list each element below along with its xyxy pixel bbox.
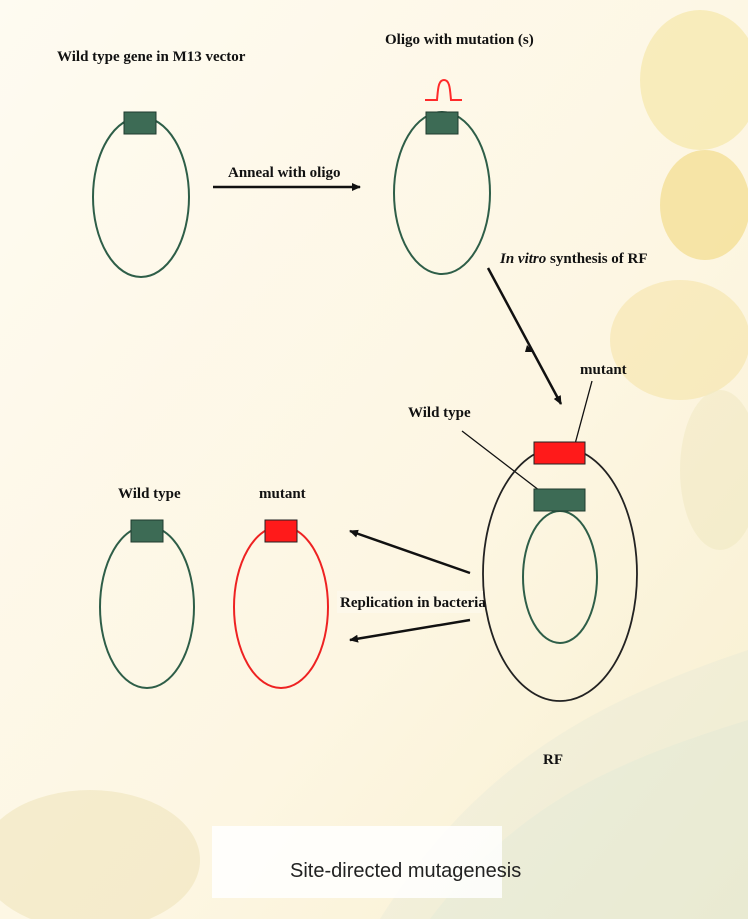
rf-wild-type-block [534, 489, 585, 511]
oligo-label: Oligo with mutation (s) [385, 32, 534, 48]
product-mutant-label: mutant [259, 486, 306, 502]
wild-type-gene-block [124, 112, 156, 134]
wild-type-gene-label: Wild type gene in M13 vector [57, 49, 246, 65]
in-vitro-rest: synthesis of RF [546, 251, 647, 267]
in-vitro-label: In vitro synthesis of RF [499, 251, 648, 267]
slide-caption: Site-directed mutagenesis [290, 860, 521, 882]
product-wild-type-block [131, 520, 163, 542]
anneal-label: Anneal with oligo [228, 165, 341, 181]
replication-label: Replication in bacteria [340, 595, 486, 611]
rf-wild-type-label: Wild type [408, 405, 471, 421]
annealed-gene-block [426, 112, 458, 134]
rf-mutant-block [534, 442, 585, 464]
product-mutant-block [265, 520, 297, 542]
rf-mutant-label: mutant [580, 362, 627, 378]
product-wild-type-label: Wild type [118, 486, 181, 502]
rf-label: RF [543, 752, 563, 768]
in-vitro-italic: In vitro [499, 251, 546, 267]
